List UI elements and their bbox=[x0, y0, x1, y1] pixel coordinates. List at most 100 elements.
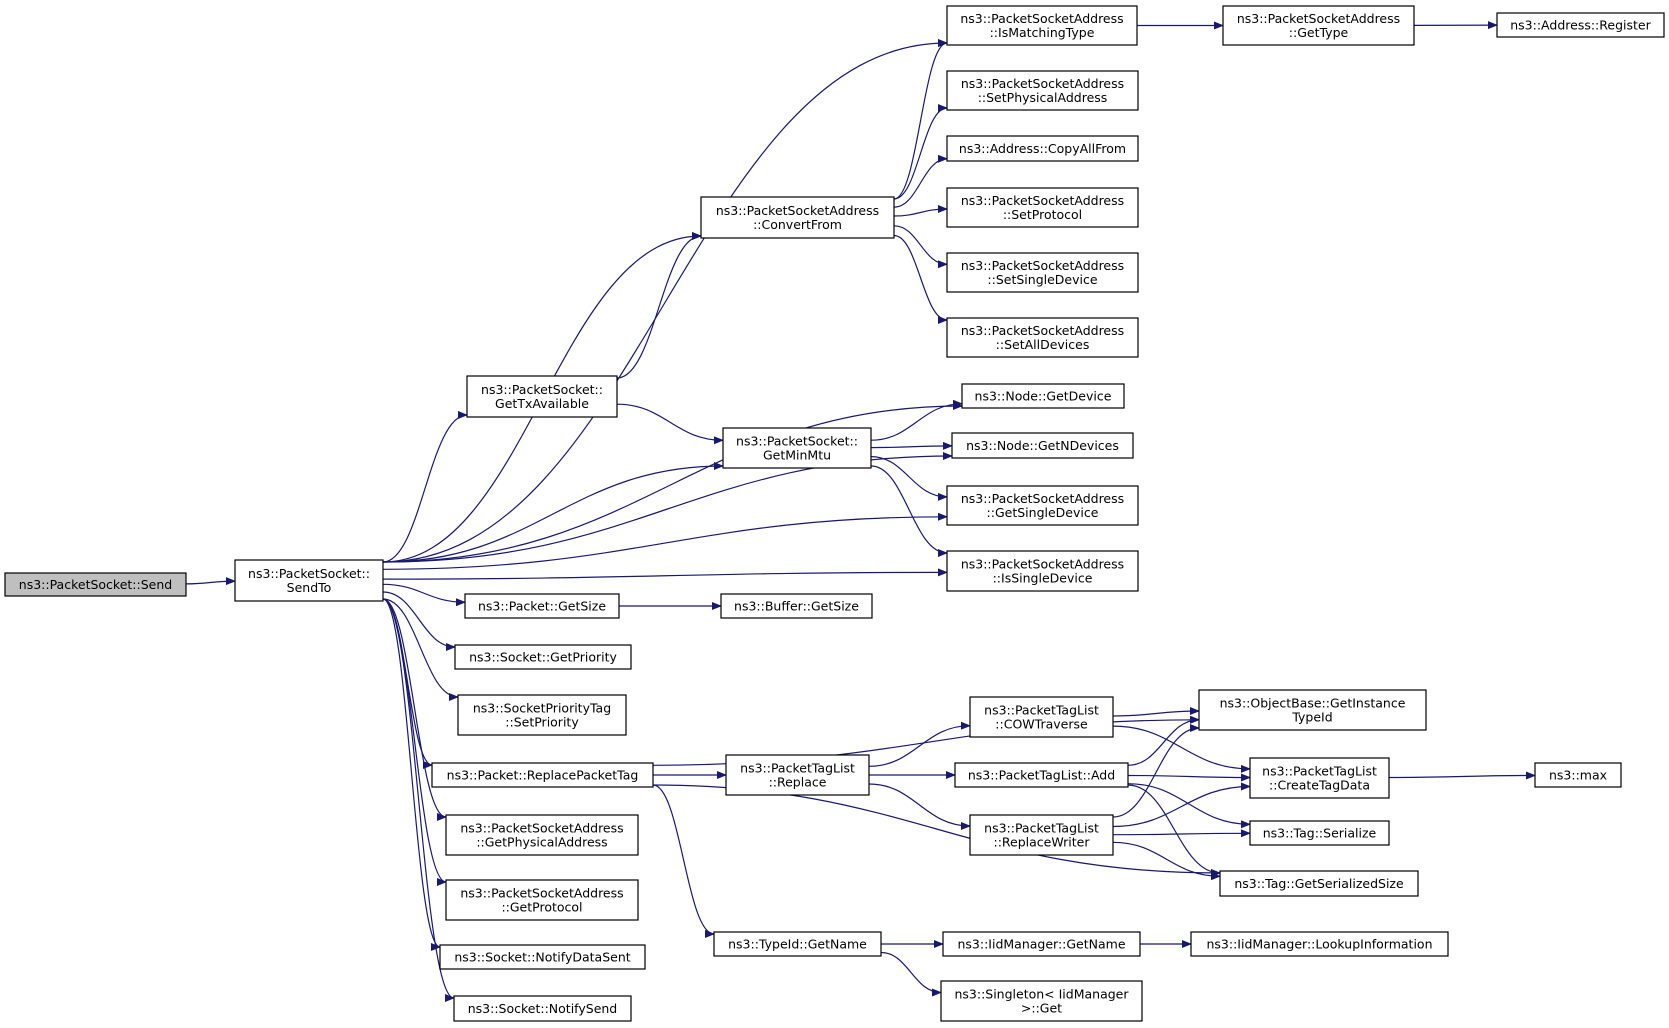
node-getproto[interactable]: ns3::PacketSocketAddress::GetProtocol bbox=[445, 879, 639, 921]
edge-convertfrom-to-setsingle bbox=[893, 225, 948, 269]
node-issingle[interactable]: ns3::PacketSocketAddress::IsSingleDevice bbox=[946, 550, 1139, 592]
edge-replwriter-to-tagser bbox=[1112, 829, 1251, 838]
node-label: ns3::Node::GetNDevices bbox=[966, 438, 1119, 453]
node-label: ns3::PacketSocket:: bbox=[736, 434, 858, 449]
node-cowtrav[interactable]: ns3::PacketTagList::COWTraverse bbox=[969, 696, 1114, 738]
node-convertfrom[interactable]: ns3::PacketSocketAddress::ConvertFrom bbox=[700, 196, 895, 239]
node-register[interactable]: ns3::Address::Register bbox=[1496, 12, 1665, 38]
node-label: ns3::PacketSocket:: bbox=[248, 566, 370, 581]
node-box bbox=[4, 572, 187, 597]
node-tagsersize[interactable]: ns3::Tag::GetSerializedSize bbox=[1219, 870, 1419, 897]
node-ismatching[interactable]: ns3::PacketSocketAddress::IsMatchingType bbox=[946, 5, 1138, 46]
edge-getmin-to-getsingle bbox=[870, 456, 948, 501]
node-label: ns3::Address::CopyAllFrom bbox=[959, 141, 1126, 156]
node-box bbox=[1249, 820, 1390, 846]
edge-ptlreplace-to-replwriter bbox=[868, 783, 971, 830]
edge-send-to-sendto bbox=[185, 577, 236, 586]
edge-ptladd-to-createtag bbox=[1127, 773, 1251, 782]
node-box bbox=[969, 814, 1114, 856]
node-notifydata[interactable]: ns3::Socket::NotifyDataSent bbox=[439, 944, 646, 970]
node-box bbox=[445, 814, 639, 856]
node-setphys[interactable]: ns3::PacketSocketAddress::SetPhysicalAdd… bbox=[946, 70, 1139, 111]
node-setprio[interactable]: ns3::SocketPriorityTag::SetPriority bbox=[457, 694, 627, 736]
node-getdevice[interactable]: ns3::Node::GetDevice bbox=[961, 383, 1125, 409]
edge-convertfrom-to-ismatching bbox=[893, 39, 948, 200]
node-label: ns3::Tag::GetSerializedSize bbox=[1234, 876, 1404, 891]
node-label: ::SetPriority bbox=[505, 715, 579, 730]
node-box bbox=[946, 550, 1139, 592]
node-gettype[interactable]: ns3::PacketSocketAddress::GetType bbox=[1222, 5, 1415, 46]
node-label: ::SetPhysicalAddress bbox=[978, 90, 1108, 105]
node-label: GetMinMtu bbox=[763, 448, 831, 463]
node-box bbox=[454, 644, 632, 670]
node-label: ns3::PacketSocketAddress bbox=[961, 258, 1124, 273]
node-box bbox=[445, 879, 639, 921]
node-copyall[interactable]: ns3::Address::CopyAllFrom bbox=[946, 135, 1139, 162]
node-label: ns3::IidManager::LookupInformation bbox=[1206, 937, 1432, 952]
node-box bbox=[234, 559, 384, 602]
node-max[interactable]: ns3::max bbox=[1534, 762, 1622, 788]
node-box bbox=[951, 432, 1134, 459]
node-setall[interactable]: ns3::PacketSocketAddress::SetAllDevices bbox=[946, 317, 1139, 358]
node-tagser[interactable]: ns3::Tag::Serialize bbox=[1249, 820, 1390, 846]
node-label: SendTo bbox=[287, 580, 332, 595]
node-ptladd[interactable]: ns3::PacketTagList::Add bbox=[954, 762, 1129, 788]
node-label: ::GetType bbox=[1289, 25, 1349, 40]
edge-convertfrom-to-setproto bbox=[893, 205, 948, 217]
node-singleton[interactable]: ns3::Singleton< IidManager>::Get bbox=[940, 980, 1143, 1022]
edge-getmin-to-getdevice bbox=[870, 399, 963, 441]
edge-sendto-to-getndev bbox=[382, 452, 953, 563]
node-getsingle[interactable]: ns3::PacketSocketAddress::GetSingleDevic… bbox=[946, 485, 1139, 526]
node-label: ::IsMatchingType bbox=[990, 25, 1095, 40]
node-getprio[interactable]: ns3::Socket::GetPriority bbox=[454, 644, 632, 670]
edge-convertfrom-to-setall bbox=[893, 234, 948, 324]
node-getmin[interactable]: ns3::PacketSocket::GetMinMtu bbox=[722, 427, 872, 469]
node-box bbox=[1190, 931, 1449, 957]
node-box bbox=[946, 317, 1139, 358]
node-box bbox=[942, 931, 1141, 957]
node-label: ns3::SocketPriorityTag bbox=[473, 701, 611, 716]
node-label: ::GetPhysicalAddress bbox=[476, 835, 607, 850]
node-box bbox=[961, 383, 1125, 409]
node-lookup[interactable]: ns3::IidManager::LookupInformation bbox=[1190, 931, 1449, 957]
node-label: TypeId bbox=[1291, 710, 1332, 725]
node-box bbox=[464, 593, 620, 619]
node-box bbox=[946, 5, 1138, 46]
node-label: ns3::Packet::GetSize bbox=[478, 599, 606, 614]
node-label: ::COWTraverse bbox=[995, 717, 1088, 732]
edge-gettx-to-getmin bbox=[616, 403, 724, 445]
node-box bbox=[1198, 689, 1427, 731]
node-replacetag[interactable]: ns3::Packet::ReplacePacketTag bbox=[431, 762, 654, 788]
node-getphys[interactable]: ns3::PacketSocketAddress::GetPhysicalAdd… bbox=[445, 814, 639, 856]
node-box bbox=[453, 995, 632, 1022]
edges bbox=[185, 21, 1536, 1002]
edge-createtag-to-max bbox=[1388, 771, 1536, 780]
node-label: ::SetProtocol bbox=[1003, 207, 1082, 222]
node-box bbox=[725, 754, 870, 796]
node-box bbox=[1222, 5, 1415, 46]
node-label: >::Get bbox=[1021, 1001, 1062, 1016]
node-sendto[interactable]: ns3::PacketSocket::SendTo bbox=[234, 559, 384, 602]
node-notifysend[interactable]: ns3::Socket::NotifySend bbox=[453, 995, 632, 1022]
node-send[interactable]: ns3::PacketSocket::Send bbox=[4, 572, 187, 597]
node-label: ns3::Socket::NotifySend bbox=[468, 1001, 618, 1016]
node-createtag[interactable]: ns3::PacketTagList::CreateTagData bbox=[1249, 757, 1390, 799]
node-label: GetTxAvailable bbox=[495, 396, 589, 411]
node-setsingle[interactable]: ns3::PacketSocketAddress::SetSingleDevic… bbox=[946, 252, 1139, 293]
node-pktsize[interactable]: ns3::Packet::GetSize bbox=[464, 593, 620, 619]
node-label: ns3::TypeId::GetName bbox=[728, 937, 867, 952]
node-bufsize[interactable]: ns3::Buffer::GetSize bbox=[720, 593, 873, 619]
node-setproto[interactable]: ns3::PacketSocketAddress::SetProtocol bbox=[946, 187, 1139, 228]
edge-ptladd-to-tagsersize bbox=[1127, 784, 1221, 877]
edge-cowtrav-to-createtag bbox=[1112, 725, 1251, 773]
node-ptlreplace[interactable]: ns3::PacketTagList::Replace bbox=[725, 754, 870, 796]
node-getndev[interactable]: ns3::Node::GetNDevices bbox=[951, 432, 1134, 459]
edge-ptladd-to-tagser bbox=[1127, 783, 1251, 829]
node-label: ns3::PacketSocketAddress bbox=[961, 557, 1124, 572]
node-replwriter[interactable]: ns3::PacketTagList::ReplaceWriter bbox=[969, 814, 1114, 856]
node-gettx[interactable]: ns3::PacketSocket::GetTxAvailable bbox=[466, 375, 618, 418]
node-typename[interactable]: ns3::TypeId::GetName bbox=[713, 931, 882, 957]
node-iidname[interactable]: ns3::IidManager::GetName bbox=[942, 931, 1141, 957]
